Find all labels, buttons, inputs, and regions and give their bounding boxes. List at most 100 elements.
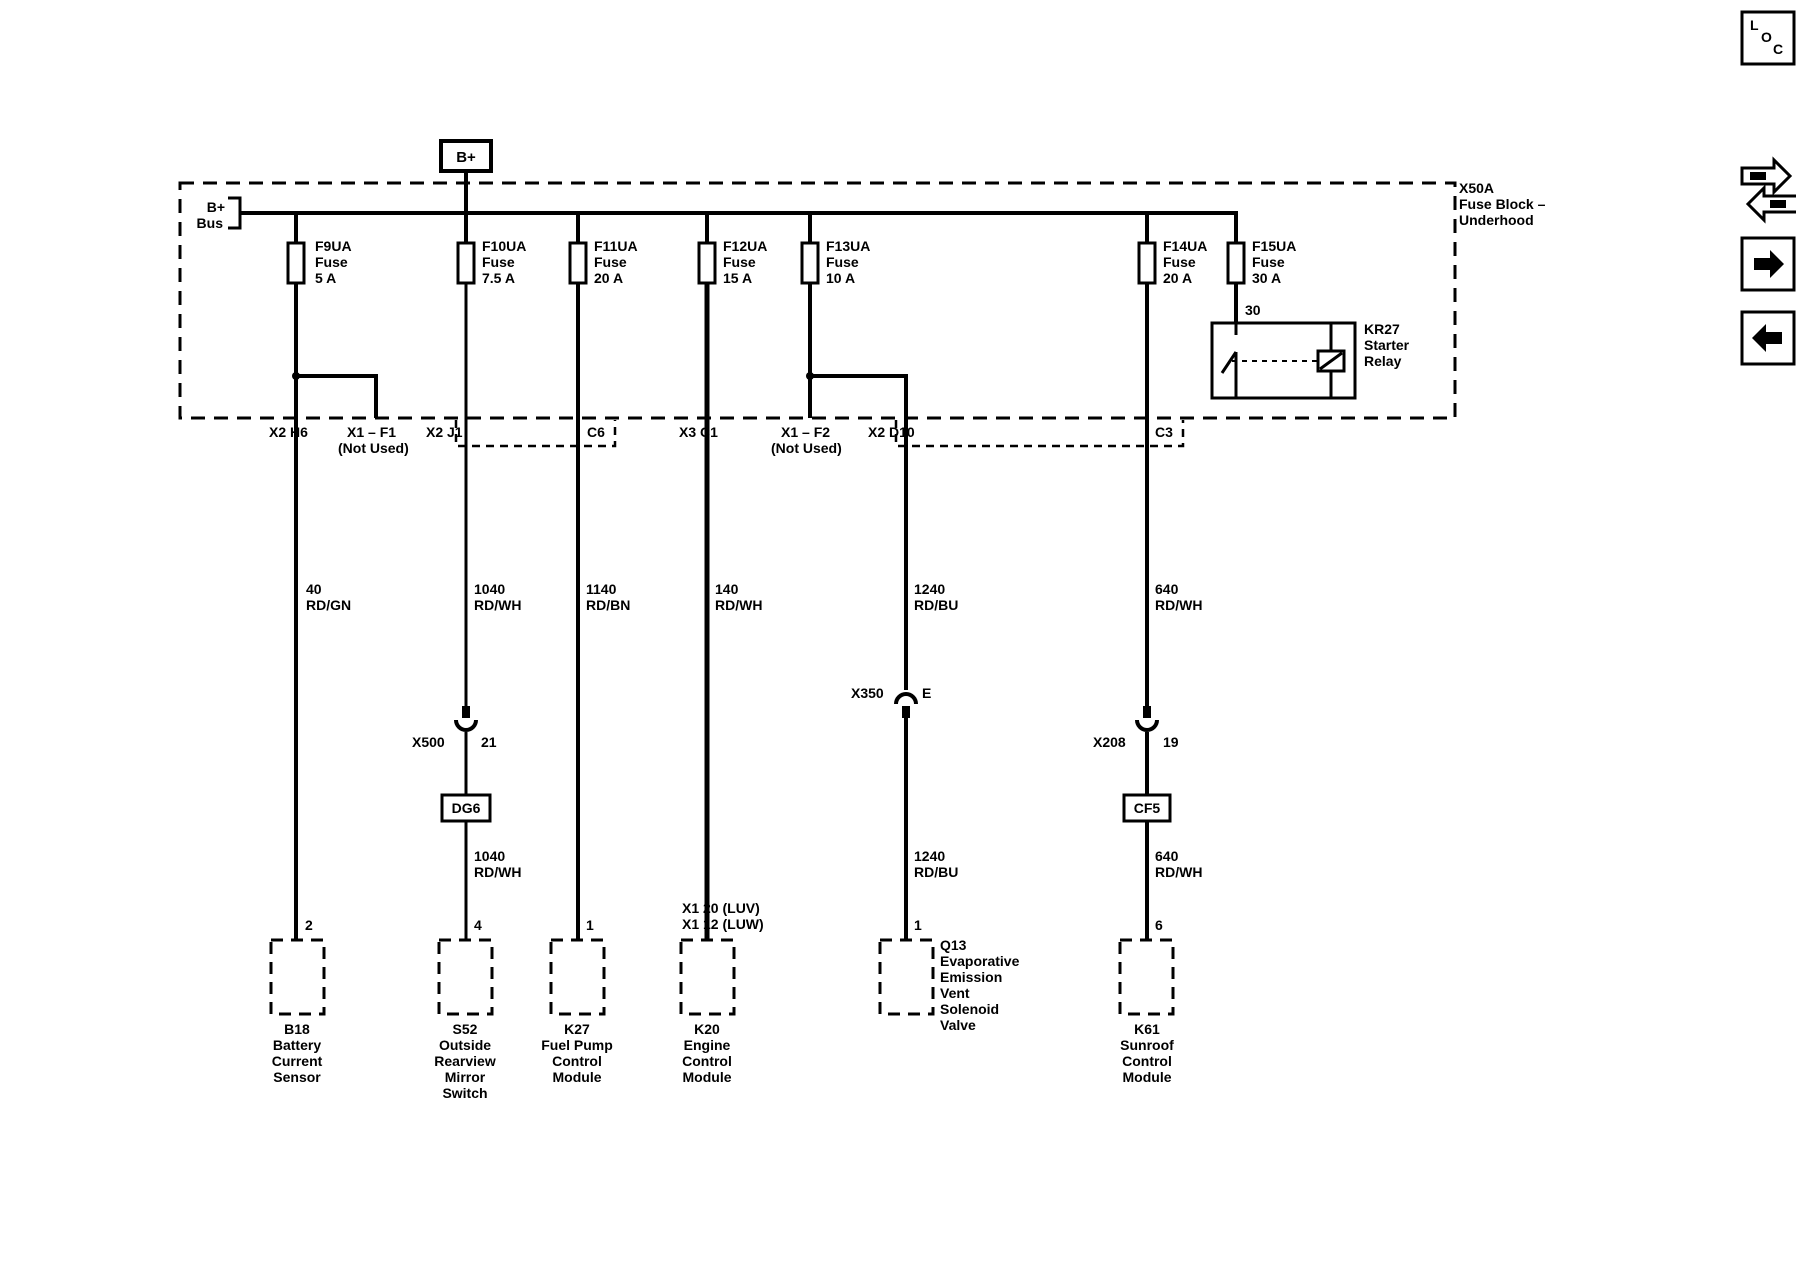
svg-text:20 A: 20 A <box>594 270 623 286</box>
fuse-block-label: X50A <box>1459 180 1494 196</box>
x500-pin: 21 <box>481 734 497 750</box>
svg-text:Module: Module <box>683 1069 732 1085</box>
location-view-icon[interactable]: L O C <box>1740 10 1796 66</box>
svg-text:F11UA: F11UA <box>594 238 638 254</box>
fuse-f13 <box>800 213 820 285</box>
component-box-q13 <box>878 938 935 1016</box>
pin-s52: 4 <box>474 917 482 933</box>
fuse-f11 <box>568 213 588 285</box>
bus-label: B+ <box>207 199 225 215</box>
svg-text:7.5 A: 7.5 A <box>482 270 515 286</box>
svg-text:K20: K20 <box>694 1021 720 1037</box>
svg-text:Starter: Starter <box>1364 337 1410 353</box>
wire-label-1240-upper: 1240 RD/BU <box>914 581 958 613</box>
svg-text:1240: 1240 <box>914 581 945 597</box>
svg-text:RD/WH: RD/WH <box>1155 597 1202 613</box>
conn-x2-d10: X2 D10 <box>868 424 915 440</box>
svg-text:RD/WH: RD/WH <box>474 597 521 613</box>
fuse-label-f13: F13UA Fuse 10 A <box>826 238 870 286</box>
fuse-f12 <box>697 213 717 285</box>
svg-text:1140: 1140 <box>586 581 617 597</box>
wire-label-640-upper: 640 RD/WH <box>1155 581 1202 613</box>
x500-name: X500 <box>412 734 445 750</box>
svg-text:Control: Control <box>682 1053 732 1069</box>
pin-k61: 6 <box>1155 917 1163 933</box>
splice-cf5: CF5 <box>1122 793 1172 823</box>
svg-text:10 A: 10 A <box>826 270 855 286</box>
bus-label-2: Bus <box>197 215 224 231</box>
svg-text:K27: K27 <box>564 1021 590 1037</box>
svg-text:DG6: DG6 <box>452 800 481 816</box>
svg-text:RD/BU: RD/BU <box>914 864 958 880</box>
svg-text:Control: Control <box>1122 1053 1172 1069</box>
conn-x1-f1-note: (Not Used) <box>338 440 409 456</box>
svg-text:L: L <box>1750 17 1759 33</box>
fuse-block-label-2: Fuse Block – <box>1459 196 1546 212</box>
wire-label-40: 40 RD/GN <box>306 581 351 613</box>
svg-text:Battery: Battery <box>273 1037 321 1053</box>
inline-connector-x500 <box>454 706 478 732</box>
conn-x1-f2: X1 – F2 <box>781 424 830 440</box>
svg-text:RD/BN: RD/BN <box>586 597 630 613</box>
fuse-label-f11: F11UA Fuse 20 A <box>594 238 638 286</box>
svg-text:5 A: 5 A <box>315 270 336 286</box>
fuse-block-outline <box>178 181 1457 420</box>
arrow-left-icon[interactable] <box>1740 310 1796 366</box>
svg-text:Relay: Relay <box>1364 353 1402 369</box>
svg-text:RD/WH: RD/WH <box>474 864 521 880</box>
svg-text:Current: Current <box>272 1053 323 1069</box>
conn-x1-f2-note: (Not Used) <box>771 440 842 456</box>
pin-q13: 1 <box>914 917 922 933</box>
svg-text:KR27: KR27 <box>1364 321 1400 337</box>
svg-text:Q13: Q13 <box>940 937 967 953</box>
svg-text:Rearview: Rearview <box>434 1053 496 1069</box>
svg-text:RD/WH: RD/WH <box>1155 864 1202 880</box>
component-box-s52 <box>437 938 494 1016</box>
connector-end-view-icon[interactable] <box>1740 156 1796 224</box>
component-box-k61 <box>1118 938 1175 1016</box>
component-label-k61: K61 Sunroof Control Module <box>1120 1021 1174 1085</box>
inline-connector-x208 <box>1135 706 1159 732</box>
svg-text:RD/GN: RD/GN <box>306 597 351 613</box>
relay-pin: 30 <box>1245 302 1261 318</box>
svg-text:1240: 1240 <box>914 848 945 864</box>
pin-k20-2: X1 12 (LUW) <box>682 916 764 932</box>
svg-text:Mirror: Mirror <box>445 1069 486 1085</box>
fuse-label-f9: F9UA Fuse 5 A <box>315 238 352 286</box>
svg-text:F9UA: F9UA <box>315 238 352 254</box>
fuse-f10 <box>456 213 476 285</box>
svg-text:O: O <box>1761 29 1772 45</box>
svg-text:15 A: 15 A <box>723 270 752 286</box>
svg-text:F10UA: F10UA <box>482 238 526 254</box>
svg-text:640: 640 <box>1155 581 1179 597</box>
svg-text:30 A: 30 A <box>1252 270 1281 286</box>
svg-text:Solenoid: Solenoid <box>940 1001 999 1017</box>
svg-text:Emission: Emission <box>940 969 1002 985</box>
fuse-block-label-3: Underhood <box>1459 212 1534 228</box>
wire-label-140: 140 RD/WH <box>715 581 762 613</box>
fuse-label-f10: F10UA Fuse 7.5 A <box>482 238 526 286</box>
svg-text:Fuse: Fuse <box>1163 254 1196 270</box>
pin-b18: 2 <box>305 917 313 933</box>
svg-text:Outside: Outside <box>439 1037 491 1053</box>
svg-text:RD/WH: RD/WH <box>715 597 762 613</box>
svg-text:1040: 1040 <box>474 581 505 597</box>
conn-x3-c1: X3 C1 <box>679 424 718 440</box>
svg-text:K61: K61 <box>1134 1021 1160 1037</box>
wire-label-1240-lower: 1240 RD/BU <box>914 848 958 880</box>
svg-text:Sensor: Sensor <box>273 1069 321 1085</box>
svg-text:Control: Control <box>552 1053 602 1069</box>
fuse-f9 <box>286 213 306 285</box>
x208-name: X208 <box>1093 734 1126 750</box>
starter-relay <box>1210 283 1357 400</box>
conn-x2-h6: X2 H6 <box>269 424 308 440</box>
wire-label-1040-lower: 1040 RD/WH <box>474 848 521 880</box>
arrow-right-icon[interactable] <box>1740 236 1796 292</box>
svg-text:Fuse: Fuse <box>482 254 515 270</box>
component-box-k20 <box>679 938 736 1016</box>
component-label-s52: S52 Outside Rearview Mirror Switch <box>434 1021 496 1101</box>
svg-text:640: 640 <box>1155 848 1179 864</box>
svg-text:Fuse: Fuse <box>1252 254 1285 270</box>
wire-label-1140: 1140 RD/BN <box>586 581 630 613</box>
svg-text:Engine: Engine <box>684 1037 731 1053</box>
